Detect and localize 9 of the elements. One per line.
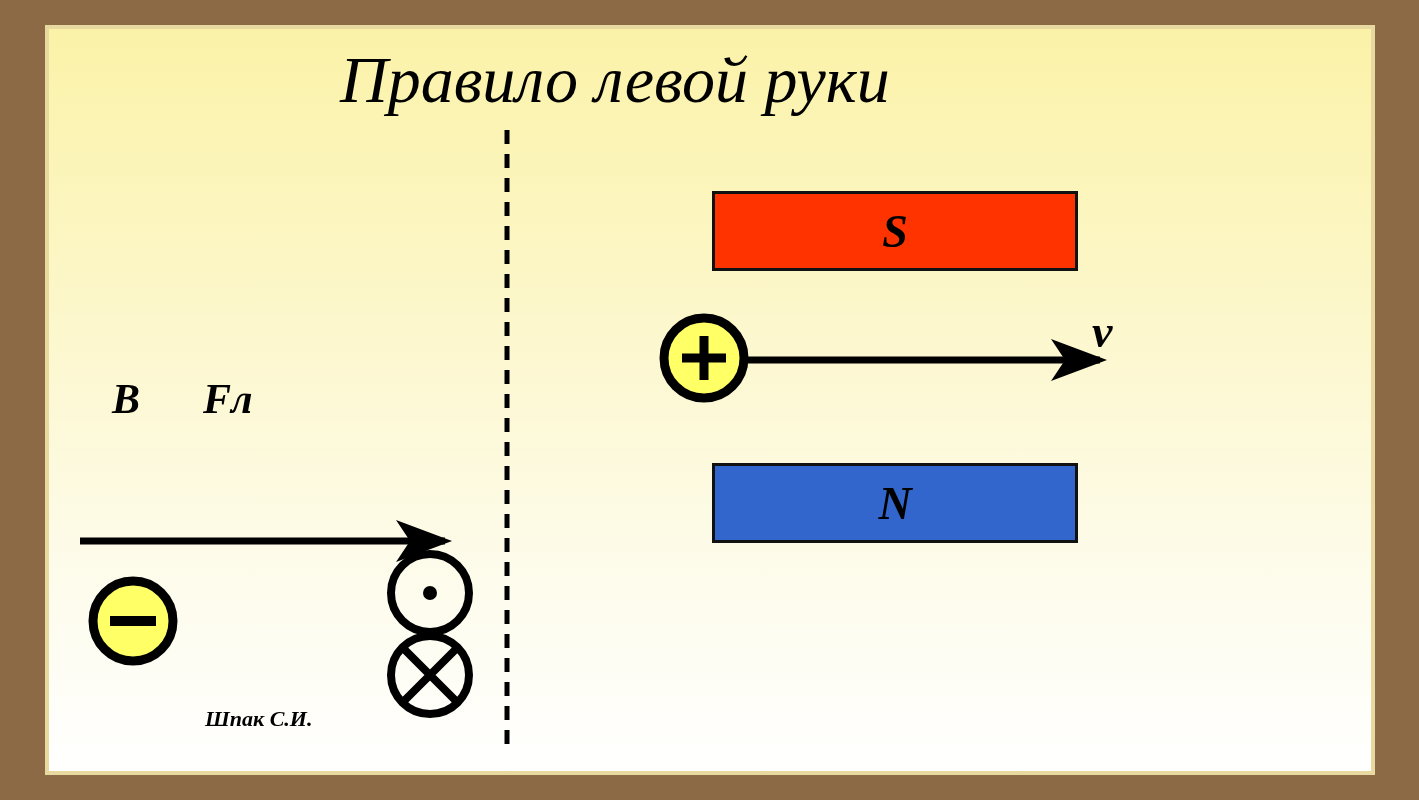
author-credit: Шпак С.И. — [205, 706, 313, 732]
south-pole-magnet — [712, 191, 1078, 271]
pole-label: N — [878, 476, 912, 530]
pole-label: S — [882, 204, 908, 258]
title: Правило левой руки — [340, 42, 890, 118]
field-label: B — [112, 375, 140, 423]
velocity-label: v — [1092, 305, 1113, 358]
force-label: Fл — [203, 375, 253, 423]
north-pole-magnet — [712, 463, 1078, 543]
